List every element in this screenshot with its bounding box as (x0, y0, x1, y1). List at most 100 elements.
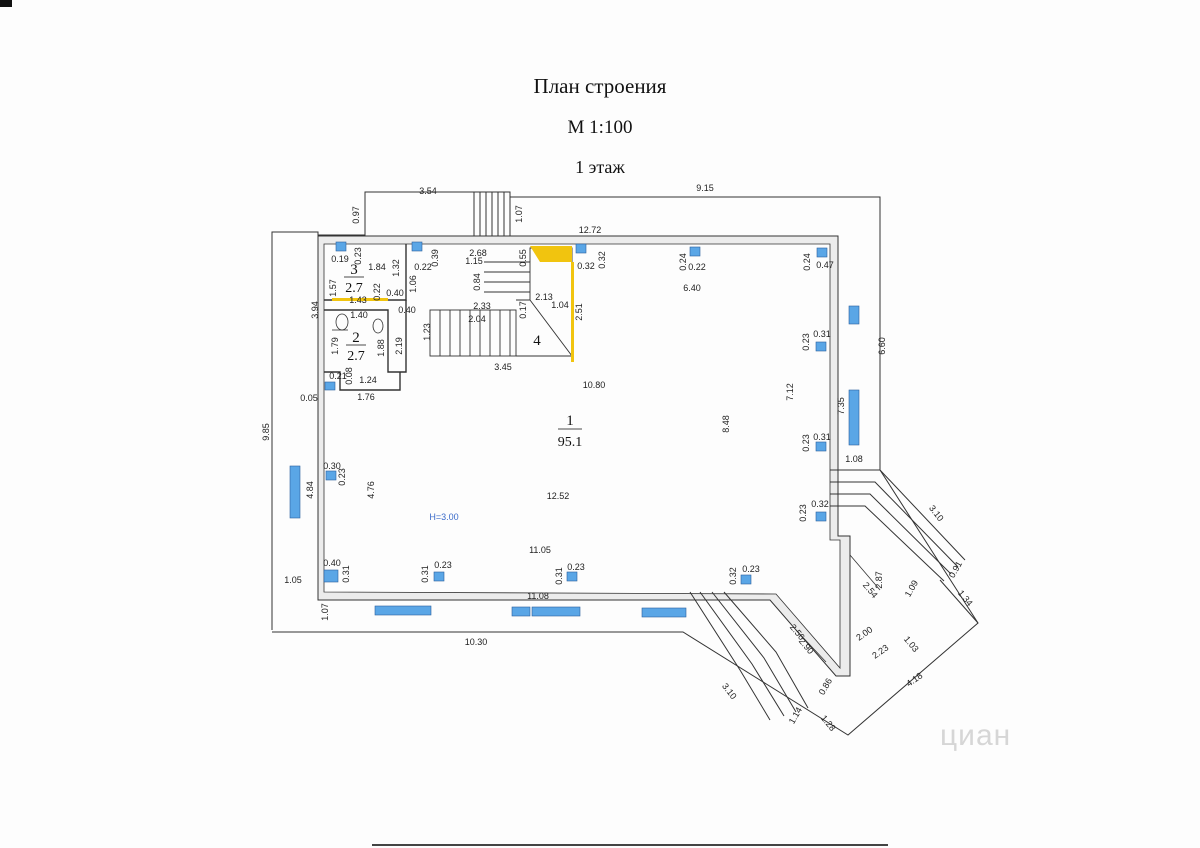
dim: 4.84 (305, 481, 315, 499)
dim: 9.15 (696, 183, 714, 193)
dim: 1.28 (819, 713, 838, 733)
watermark: циан (940, 719, 1011, 752)
dim: 0.32 (577, 261, 595, 271)
dim: 0.32 (728, 567, 738, 585)
dim: 1.34 (956, 588, 975, 608)
dim: 0.08 (344, 367, 354, 385)
floor-label: 1 этаж (575, 157, 625, 177)
dim: 1.79 (330, 337, 340, 355)
dim: 0.84 (472, 273, 482, 291)
dim: 0.23 (434, 560, 452, 570)
stair-side-highlight (571, 262, 574, 362)
stair-highlight (530, 246, 572, 262)
dim: 1.06 (408, 275, 418, 293)
dim: 0.23 (801, 333, 811, 351)
dim: 3.10 (927, 503, 946, 523)
dim: 1.88 (376, 339, 386, 357)
dim: 0.32 (811, 499, 829, 509)
dim: 2.87 (874, 571, 884, 589)
dim: 10.80 (583, 380, 606, 390)
plan-scale: М 1:100 (567, 117, 633, 138)
dim: 0.31 (341, 565, 351, 583)
dim: 0.40 (386, 288, 404, 298)
dim: 1.07 (514, 205, 524, 223)
dim: 0.23 (353, 247, 363, 265)
top-entrance-steps (473, 192, 511, 236)
room-3-wall-highlight (332, 298, 388, 301)
dim: 0.24 (802, 253, 812, 271)
dim: 0.39 (430, 249, 440, 267)
dim: 0.31 (420, 565, 430, 583)
dim: 0.24 (678, 253, 688, 271)
dim: 0.05 (300, 393, 318, 403)
dim: 0.55 (518, 249, 528, 267)
plan-title: План строения (533, 74, 667, 98)
dim: 0.23 (798, 504, 808, 522)
dim: 1.03 (902, 634, 921, 654)
dim: 0.22 (414, 262, 432, 272)
dim: 0.31 (554, 567, 564, 585)
dim: 0.17 (518, 301, 528, 319)
dim: 1.57 (328, 279, 338, 297)
dim: 0.40 (398, 305, 416, 315)
dim: 0.22 (372, 283, 382, 301)
dim: 2.13 (535, 292, 553, 302)
dim: 2.04 (468, 314, 486, 324)
dim: 0.40 (323, 558, 341, 568)
dim: 2.23 (870, 642, 890, 660)
dim: 11.08 (527, 591, 549, 601)
dim: 2.68 (469, 248, 487, 258)
dim: 1.07 (320, 603, 330, 621)
dim: 0.31 (813, 432, 831, 442)
dim: 1.40 (350, 310, 368, 320)
room-4-number: 4 (533, 333, 541, 349)
room-1-area: 95.1 (558, 435, 583, 450)
dim: 0.31 (813, 329, 831, 339)
dim: 0.91 (947, 559, 964, 579)
dim: 0.86 (817, 676, 834, 696)
dim: 1.76 (357, 392, 375, 402)
dim: 0.23 (742, 564, 760, 574)
page-bottom-rule (372, 844, 888, 846)
dim: 1.08 (845, 454, 863, 464)
dim: 3.54 (419, 186, 437, 196)
dim: 1.15 (465, 256, 483, 266)
dim: 1.43 (349, 295, 367, 305)
dim: 0.47 (816, 260, 834, 270)
dim: 3.10 (720, 681, 739, 701)
dim: 0.21 (329, 371, 347, 381)
dim: 2.51 (574, 303, 584, 321)
bay-steps (689, 469, 979, 721)
dim: 7.35 (836, 397, 846, 415)
building-interior (323, 243, 841, 670)
dim: 6.60 (877, 337, 887, 355)
dim: 0.30 (323, 461, 341, 471)
room-2-area: 2.7 (347, 349, 365, 364)
dim: 6.40 (683, 283, 701, 293)
room-1-number: 1 (566, 413, 574, 429)
dim: 11.05 (529, 545, 551, 555)
dim: 0.97 (351, 206, 361, 224)
scan-corner-mark (0, 0, 12, 7)
room-2-number: 2 (352, 330, 360, 346)
dim: 1.24 (359, 375, 377, 385)
room-3-number: 3 (350, 262, 358, 278)
dim: 1.23 (422, 323, 432, 341)
dim: 0.32 (597, 251, 607, 269)
dim: 4.76 (366, 481, 376, 499)
dim: 1.09 (903, 578, 920, 598)
dim: 7.12 (785, 383, 795, 401)
dim: 3.94 (310, 301, 320, 319)
dim: 2.00 (854, 624, 874, 642)
dim: 0.23 (337, 468, 347, 486)
dim: 9.85 (261, 423, 271, 441)
dim: 1.32 (391, 259, 401, 277)
windows (289, 241, 860, 618)
dim: 2.19 (394, 337, 404, 355)
toilet-fixtures (332, 313, 384, 334)
dim: 0.23 (801, 434, 811, 452)
dim: 1.84 (368, 262, 386, 272)
dim: 0.23 (567, 562, 585, 572)
dim: 2.33 (473, 301, 491, 311)
